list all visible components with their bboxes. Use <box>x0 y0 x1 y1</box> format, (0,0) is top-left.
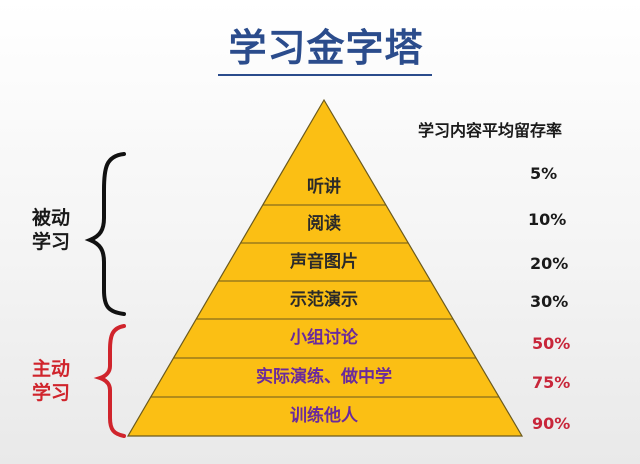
retention-value: 20% <box>530 254 569 273</box>
layer-label: 实际演练、做中学 <box>256 367 392 387</box>
group-label-active: 主动 学习 <box>32 357 82 405</box>
retention-value: 5% <box>530 164 558 183</box>
group-label-passive: 被动 学习 <box>32 206 82 254</box>
layer-label: 小组讨论 <box>290 328 358 348</box>
layer-label: 训练他人 <box>290 406 358 426</box>
layer-label: 示范演示 <box>290 290 358 310</box>
retention-value: 90% <box>532 414 571 433</box>
page-title: 学习金字塔 <box>228 26 424 70</box>
title-underline <box>218 74 432 76</box>
pyramid-shape <box>126 98 524 437</box>
group-label-active-line2: 学习 <box>32 382 71 404</box>
layer-label: 阅读 <box>307 214 341 234</box>
retention-value: 30% <box>530 292 569 311</box>
passive-brace-icon <box>84 152 126 316</box>
retention-value: 75% <box>532 373 571 392</box>
group-label-active-line1: 主动 <box>32 358 71 380</box>
layer-label: 听讲 <box>307 177 341 197</box>
group-label-passive-line1: 被动 <box>32 207 71 229</box>
retention-column-header: 学习内容平均留存率 <box>418 121 563 140</box>
group-label-passive-line2: 学习 <box>32 231 71 253</box>
retention-value: 10% <box>528 210 567 229</box>
layer-label: 声音图片 <box>290 252 358 272</box>
active-brace-icon <box>93 324 126 438</box>
retention-value: 50% <box>532 334 571 353</box>
